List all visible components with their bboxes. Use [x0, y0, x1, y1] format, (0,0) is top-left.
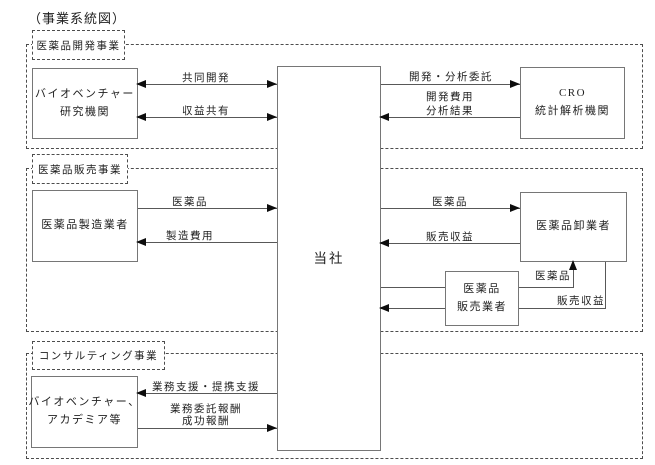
box-bio-venture-academia-line1: バイオベンチャー、 — [28, 396, 141, 409]
flow-label-dev-analysis-outsourcing: 開発・分析委託 — [409, 72, 493, 83]
box-cro-line1: CRO — [558, 87, 587, 100]
line-joint-development — [136, 84, 277, 85]
box-bio-venture-research: バイオベンチャー 研究機関 — [32, 68, 138, 139]
box-seller-line2: 販売業者 — [457, 300, 507, 313]
arrowhead-right — [510, 80, 520, 88]
arrowhead-up — [569, 260, 577, 270]
line-wholesaler-to-seller-horizontal — [517, 308, 606, 309]
arrowhead-left — [136, 113, 146, 121]
arrowhead-right — [267, 204, 277, 212]
line-seller-to-wholesaler-vertical — [573, 262, 574, 288]
box-wholesaler-line1: 医薬品卸業者 — [536, 220, 611, 233]
line-manufacturing-cost — [136, 242, 277, 243]
flow-label-manufacturing-cost: 製造費用 — [166, 231, 214, 242]
flow-label-business-support: 業務支援・提携支援 — [152, 382, 260, 393]
line-company-to-seller — [379, 287, 445, 288]
flow-label-analysis-results: 分析結果 — [426, 106, 474, 117]
flow-label-drug-to-wholesaler: 医薬品 — [432, 197, 468, 208]
line-wholesaler-to-seller-vertical — [605, 260, 606, 308]
box-bio-venture-research-line2: 研究機関 — [60, 105, 110, 118]
flow-label-sales-revenue-to-seller: 販売収益 — [557, 296, 605, 307]
flow-label-drug-seller-to-wholesaler: 医薬品 — [535, 271, 571, 282]
section-label-sales: 医薬品販売事業 — [32, 154, 128, 184]
box-cro-line2: 統計解析機関 — [535, 105, 610, 117]
flow-label-outsourcing-fee: 業務委託報酬 — [170, 404, 242, 415]
line-analysis-results — [379, 117, 520, 118]
line-drug-to-wholesaler — [379, 208, 520, 209]
arrowhead-right — [267, 424, 277, 432]
box-seller: 医薬品 販売業者 — [445, 271, 519, 326]
flow-label-drug-from-manufacturer: 医薬品 — [172, 197, 208, 208]
arrowhead-left — [136, 238, 146, 246]
section-label-sales-text: 医薬品販売事業 — [38, 164, 122, 176]
box-bio-venture-research-line1: バイオベンチャー — [35, 87, 135, 100]
arrowhead-left — [379, 304, 389, 312]
arrowhead-left — [379, 239, 389, 247]
box-seller-line1: 医薬品 — [463, 282, 501, 295]
flow-label-success-fee: 成功報酬 — [182, 416, 230, 427]
line-seller-to-wholesaler-horizontal — [517, 287, 574, 288]
box-bio-venture-academia-line2: アカデミア等 — [47, 414, 122, 426]
box-company: 当社 — [277, 66, 381, 451]
section-label-consulting-text: コンサルティング事業 — [38, 351, 159, 362]
box-manufacturer-line1: 医薬品製造業者 — [41, 219, 129, 232]
flow-label-development-cost: 開発費用 — [426, 92, 474, 103]
line-business-support — [136, 393, 277, 394]
arrowhead-right — [267, 113, 277, 121]
flow-label-sales-revenue: 販売収益 — [426, 232, 474, 243]
box-manufacturer: 医薬品製造業者 — [32, 190, 138, 262]
line-dev-analysis-outsourcing — [379, 84, 520, 85]
arrowhead-left — [136, 80, 146, 88]
section-label-development-text: 医薬品開発事業 — [36, 40, 121, 52]
box-cro: CRO 統計解析機関 — [520, 67, 625, 139]
flow-label-joint-development: 共同開発 — [182, 73, 230, 84]
diagram-title: （事業系統図） — [28, 11, 127, 26]
line-seller-to-company — [379, 308, 445, 309]
line-profit-sharing — [136, 117, 277, 118]
line-fees — [136, 428, 277, 429]
box-bio-venture-academia: バイオベンチャー、 アカデミア等 — [28, 376, 141, 448]
section-label-consulting: コンサルティング事業 — [32, 341, 165, 370]
box-wholesaler: 医薬品卸業者 — [520, 192, 627, 262]
box-company-label: 当社 — [313, 250, 345, 266]
line-drug-from-manufacturer — [136, 208, 277, 209]
arrowhead-left — [379, 113, 389, 121]
flow-label-profit-sharing: 収益共有 — [182, 106, 230, 117]
arrowhead-left — [136, 389, 146, 397]
line-sales-revenue — [379, 243, 520, 244]
arrowhead-right — [510, 204, 520, 212]
arrowhead-right — [267, 80, 277, 88]
section-label-development: 医薬品開発事業 — [32, 30, 125, 60]
